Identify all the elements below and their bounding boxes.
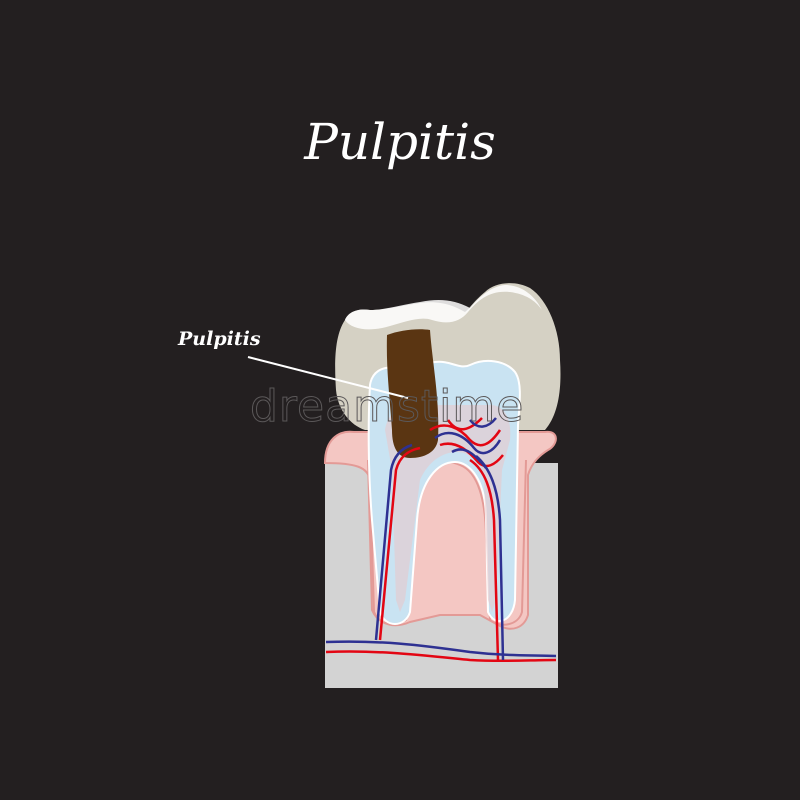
diagram-title: Pulpitis bbox=[304, 113, 496, 171]
caries-cavity bbox=[386, 329, 439, 458]
tooth-enamel-highlight bbox=[345, 285, 542, 330]
watermark-text: dreamstime bbox=[249, 381, 525, 432]
arteries bbox=[325, 417, 557, 663]
callout-label: Pulpitis bbox=[178, 328, 261, 350]
callout-line bbox=[247, 356, 409, 399]
veins bbox=[325, 417, 557, 661]
